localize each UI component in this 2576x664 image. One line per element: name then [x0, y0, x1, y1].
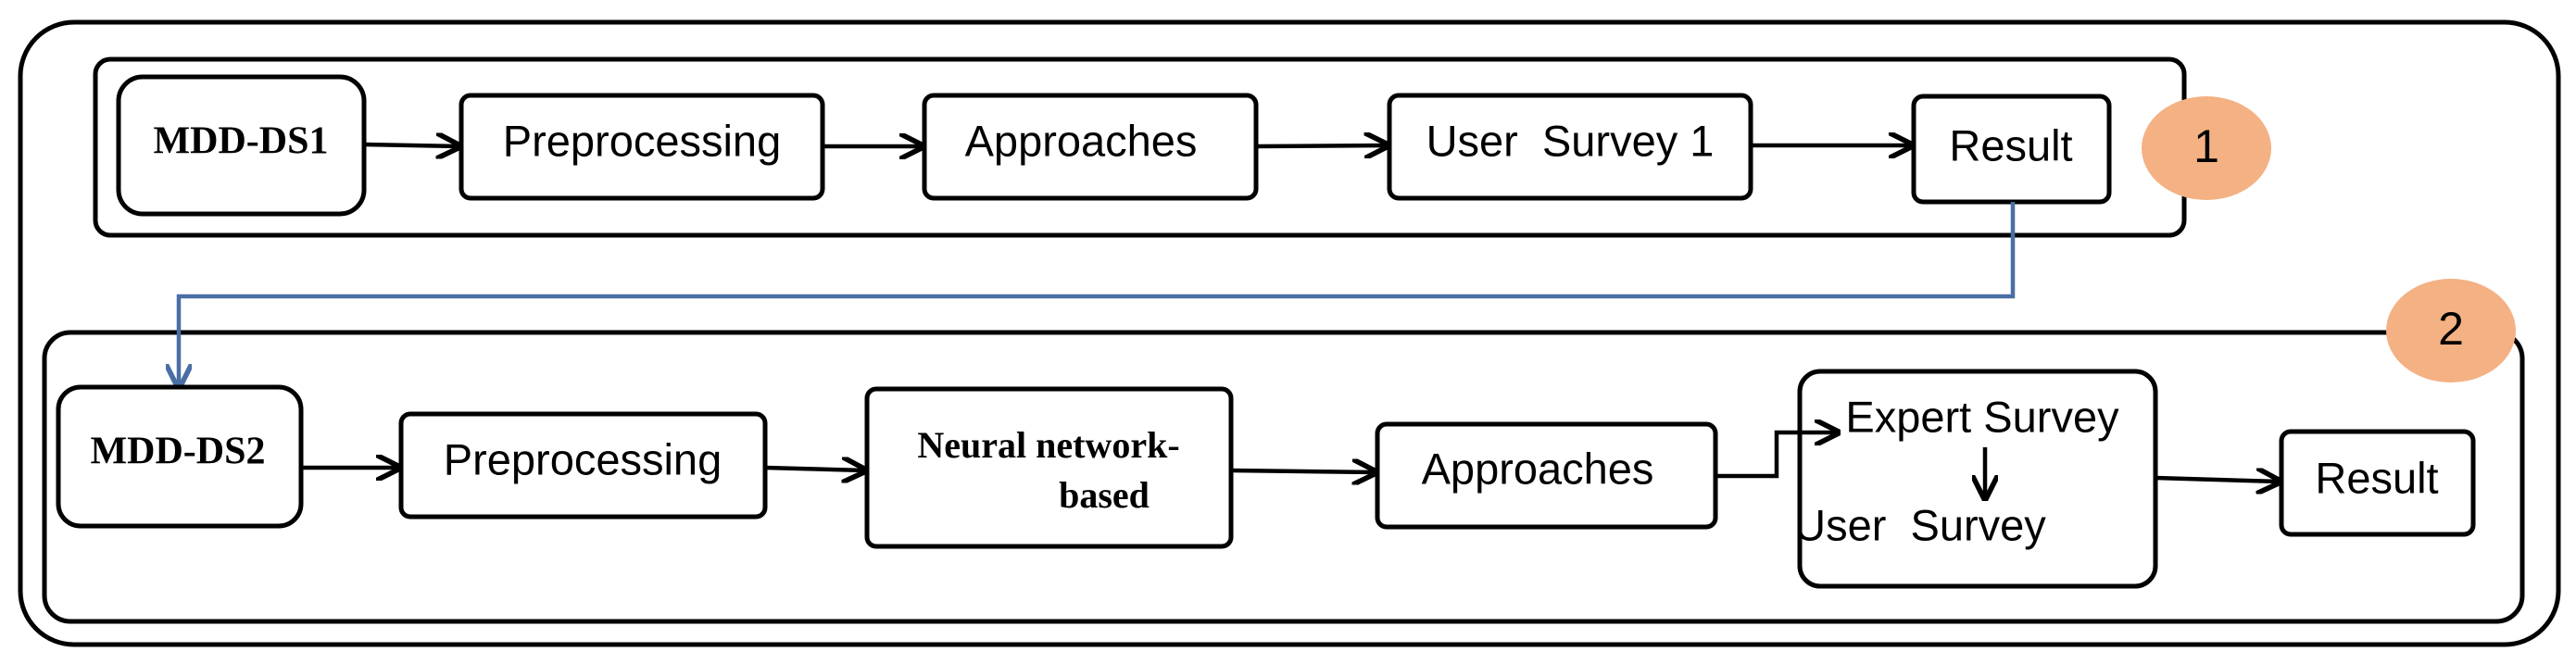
stage2-result-node: Result — [2279, 429, 2476, 537]
stage2-dataset-label: MDD-DS2 — [91, 431, 266, 473]
stage2-result-label: Result — [2315, 453, 2438, 502]
arrow-survey-to-result — [2155, 478, 2280, 482]
stage2-survey-node: Expert Survey User Survey — [1794, 369, 2158, 589]
stage2-badge: 2 — [2386, 279, 2516, 382]
stage2-neural-node: Neural network- based — [864, 386, 1234, 549]
stage2-approaches-node: Approaches — [1375, 421, 1718, 530]
stage2-neural-label-line2: based — [1059, 474, 1150, 516]
stage1-preprocessing-label: Preprocessing — [503, 116, 781, 165]
arrow-approaches-to-survey1 — [1255, 145, 1388, 146]
stage1-dataset-label: MDD-DS1 — [154, 120, 329, 163]
outer-frame — [18, 19, 2561, 647]
stage1-badge: 1 — [2142, 96, 2271, 200]
stage1-result-node: Result — [1911, 94, 2112, 205]
stage1-badge-label: 1 — [2193, 120, 2219, 172]
stage2-user-survey-label: User Survey — [1794, 500, 2046, 549]
stage2-frame — [42, 330, 2525, 624]
stage1-result-label: Result — [1949, 120, 2072, 169]
stage2-expert-survey-label: Expert Survey — [1845, 392, 2119, 441]
stage2-badge-label: 2 — [2438, 303, 2464, 355]
stage1-approaches-label: Approaches — [965, 116, 1198, 165]
stage1-survey-node: User Survey 1 — [1387, 93, 1753, 201]
stage2-preprocessing-label: Preprocessing — [444, 434, 722, 483]
stage1-approaches-node: Approaches — [922, 93, 1259, 201]
stage1-preprocessing-node: Preprocessing — [459, 93, 825, 201]
arrow-ds1-to-preprocessing — [363, 144, 459, 146]
stage1-survey-label: User Survey 1 — [1426, 116, 1715, 165]
stage2-approaches-label: Approaches — [1422, 444, 1654, 493]
arrow-neural-to-approaches — [1230, 470, 1376, 472]
arrow-result1-to-ds2 — [179, 202, 2016, 387]
arrow-approaches-to-expert — [1715, 432, 1838, 479]
stage2-neural-label-line1: Neural network- — [917, 424, 1179, 466]
arrow-preprocessing-to-neural — [764, 468, 865, 470]
stage2-preprocessing-node: Preprocessing — [398, 411, 768, 520]
stage2-dataset-node: MDD-DS2 — [56, 384, 304, 529]
stage1-dataset-node: MDD-DS1 — [116, 74, 367, 217]
